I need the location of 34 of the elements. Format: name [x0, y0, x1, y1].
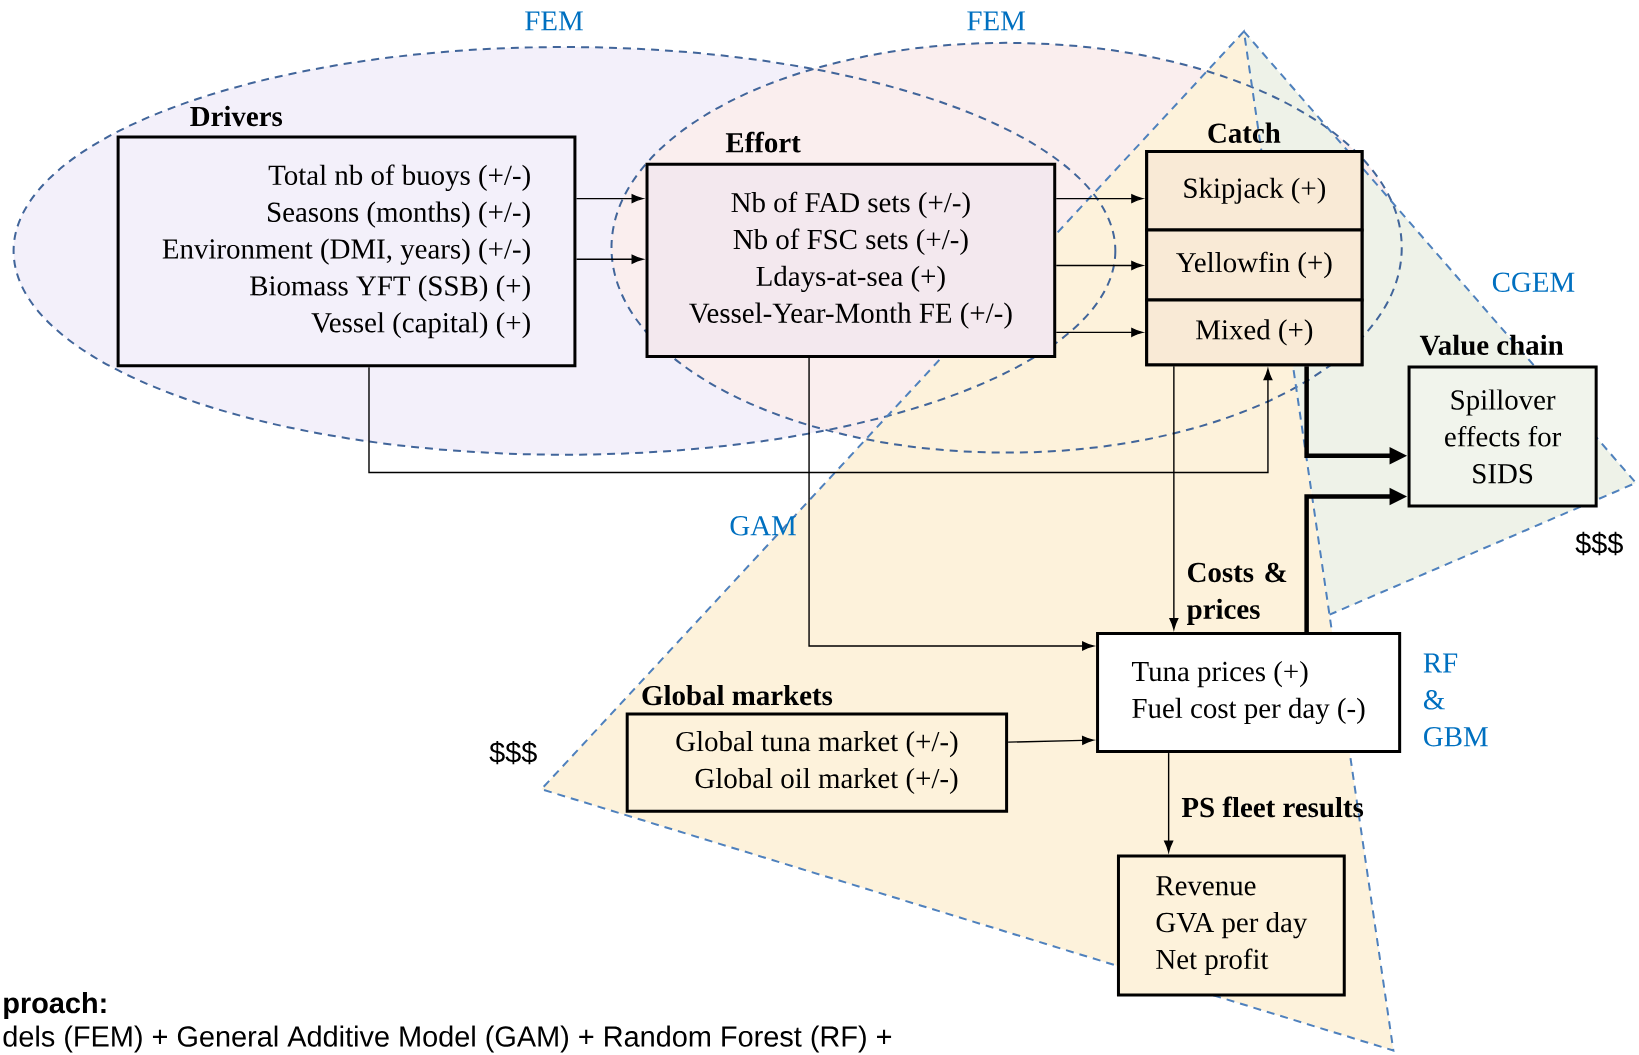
- process-box: Yellowfin (+): [1145, 228, 1364, 302]
- region-label: FEM: [525, 11, 583, 31]
- arrow: [1169, 365, 1179, 630]
- box-heading: Global markets: [642, 685, 833, 706]
- region-label: GAM: [730, 516, 796, 536]
- process-box: Spillover effects for SIDS: [1407, 365, 1598, 508]
- box-heading: Drivers: [190, 106, 283, 127]
- box-heading: PS fleet results: [1181, 796, 1364, 818]
- process-box: Mixed (+): [1145, 298, 1364, 367]
- box-heading: Value chain: [1419, 334, 1564, 356]
- arrow: [575, 254, 644, 264]
- arrow: [1055, 328, 1143, 338]
- box-heading: Effort: [725, 132, 801, 153]
- note-text: proach:: [4, 992, 106, 1020]
- arrow: [575, 194, 644, 204]
- arrow: [1164, 752, 1174, 853]
- region-label: FEM: [967, 11, 1025, 31]
- arrow: [808, 357, 1094, 651]
- region-label: CGEM: [1492, 272, 1575, 293]
- note-text: dels (FEM) + General Additive Model (GAM) + Random Forest (RF) +: [3, 1025, 892, 1053]
- arrow: [1007, 736, 1094, 746]
- currency-label: $$$: [1575, 532, 1623, 556]
- process-box: Revenue GVA per day Net profit: [1116, 854, 1346, 997]
- arrow: [1055, 194, 1143, 204]
- currency-label: $$$: [489, 741, 537, 765]
- arrow: [1055, 261, 1143, 271]
- process-box: Nb of FAD sets (+/-) Nb of FSC sets (+/-) Ldays-at-sea (+) Vessel-Year-Month FE (+/-): [645, 162, 1057, 359]
- box-heading: Catch: [1208, 122, 1281, 144]
- box-heading: Costs & prices: [1186, 562, 1287, 626]
- process-box: Tuna prices (+) Fuel cost per day (-): [1096, 632, 1402, 754]
- process-box: Skipjack (+): [1145, 150, 1364, 232]
- arrow: [368, 366, 1273, 474]
- process-box: Total nb of buoys (+/-) Seasons (months) (+/-) Environment (DMI, years) (+/-) Biomass YFT (SSB) (+) Vessel (capital) (+): [116, 135, 577, 368]
- process-box: Global tuna market (+/-) Global oil market (+/-): [625, 712, 1009, 813]
